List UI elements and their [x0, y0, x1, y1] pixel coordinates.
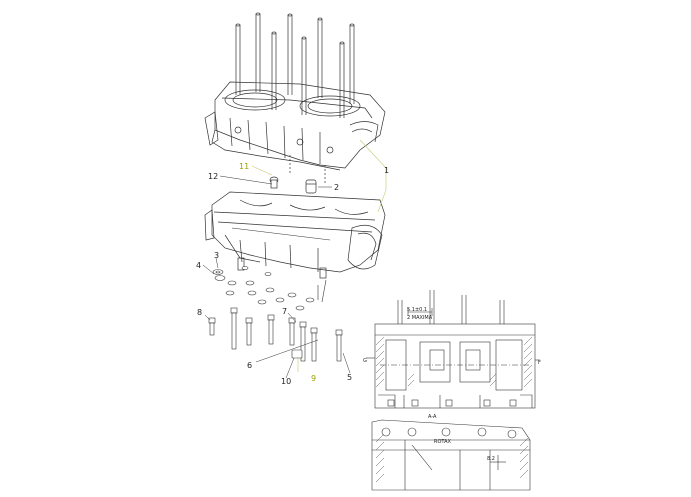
section-view-labels: 5.1±0.1 2 MAXIMA G F: [363, 307, 541, 366]
callout-12: 12: [208, 172, 218, 181]
callout-8: 8: [197, 308, 202, 317]
callout-5: 5: [347, 373, 352, 382]
section-mark-left: G: [363, 358, 367, 364]
callout-10: 10: [281, 377, 291, 386]
callout-3: 3: [214, 251, 219, 260]
section-dim-top: 5.1±0.1: [407, 307, 427, 313]
callout-6: 6: [247, 361, 252, 370]
bottom-view-labels: A-A ROTAX 8.2: [428, 414, 495, 462]
callout-2: 2: [334, 183, 339, 192]
section-mark-right: F: [538, 360, 541, 366]
bottom-view-mark: A-A: [428, 414, 437, 420]
callout-9: 9: [311, 374, 316, 383]
lower-crankcase: [204, 191, 386, 279]
washers-and-nuts: [212, 266, 315, 311]
part-11-12-fittings: [269, 155, 326, 189]
callout-7: 7: [282, 307, 287, 316]
bottom-view-dim: 8.2: [487, 456, 495, 462]
callout-numbers: 1 2 3 4 5 6 7 8 9 10 11 12: [196, 162, 389, 386]
cylinder-studs: [235, 12, 355, 118]
upper-crankcase: [204, 12, 386, 171]
callout-4: 4: [196, 261, 201, 270]
crankcase-bolts: [208, 279, 343, 362]
callout-1: 1: [384, 166, 389, 175]
callout-leaders-dark: [202, 175, 351, 379]
section-dim-top-sub: 2 MAXIMA: [407, 315, 433, 321]
bottom-view-stamp: ROTAX: [434, 439, 451, 445]
callout-11: 11: [239, 162, 249, 171]
bottom-view: [371, 419, 531, 491]
part-2-plug: [305, 179, 317, 194]
section-view: [366, 290, 540, 409]
callout-leaders: [251, 139, 387, 372]
